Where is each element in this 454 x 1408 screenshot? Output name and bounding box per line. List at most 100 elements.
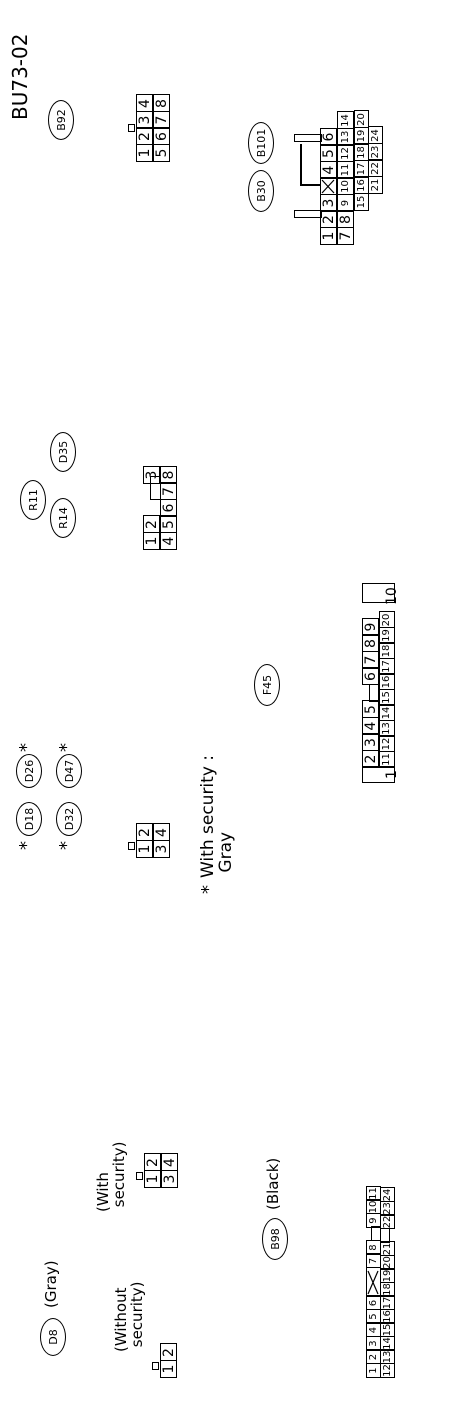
pin: 12	[380, 1363, 395, 1378]
r11-row-bottom: 4 5 6 7 8	[160, 466, 177, 550]
pin: 10	[384, 587, 400, 605]
pin: 8	[153, 94, 170, 113]
pin: 7	[160, 482, 177, 501]
b101-row-lower1: 15 16 17 18 19 20	[354, 110, 369, 211]
pin: 9	[366, 1213, 381, 1228]
f45-row-bottom: 11 12 13 14 15 16 17 18 19 20	[379, 611, 395, 768]
pin: 19	[379, 627, 395, 644]
b30-row-top: 1 2 3 4 5 6	[320, 128, 337, 245]
tag-r11: R11	[20, 480, 46, 520]
pin: 18	[354, 143, 369, 162]
pin: 3	[161, 1170, 178, 1188]
notch	[369, 684, 379, 702]
pin: 3	[136, 111, 153, 129]
pin: 6	[366, 1295, 381, 1311]
pin: 14	[380, 1336, 395, 1351]
pin: 24	[368, 126, 383, 145]
tag-d32: D32	[56, 802, 82, 836]
pin: 6	[362, 667, 379, 686]
pin: 2	[366, 1349, 381, 1365]
b101-row-lower2: 21 22 23 24	[368, 126, 383, 194]
pin: 7	[362, 651, 379, 669]
pin: 16	[380, 1309, 395, 1324]
tag-r14: R14	[50, 498, 76, 538]
pin: 8	[337, 210, 354, 229]
pin: 17	[380, 1295, 395, 1311]
b101-tab	[294, 134, 322, 142]
pin: 9	[362, 618, 379, 636]
pin: 15	[380, 1322, 395, 1338]
pin: 6	[320, 128, 337, 146]
tag-b98: B98	[262, 1218, 288, 1260]
pin: 1	[143, 532, 160, 550]
asterisk-d47: *	[56, 743, 77, 752]
pin: 11	[366, 1186, 381, 1201]
footnote-marker: *	[198, 885, 219, 894]
pin: 2	[320, 210, 337, 229]
pin: 23	[380, 1201, 395, 1216]
b92-latch	[128, 124, 135, 132]
tag-d8: D8	[40, 1318, 66, 1356]
d8-without-row: 1 2	[160, 1343, 177, 1378]
d8-with-row: 1 2	[144, 1153, 161, 1188]
pin: 12	[379, 735, 395, 753]
pin: 1	[320, 227, 337, 245]
pin: 8	[362, 634, 379, 653]
d18-row: 3 4	[153, 823, 170, 858]
tag-d35: D35	[50, 432, 76, 472]
pin: 1	[136, 840, 153, 858]
pin: 18	[380, 1282, 395, 1297]
pin: 20	[354, 110, 369, 129]
pin: 10	[337, 177, 354, 196]
f45-row-top: 2 3 4 5 6 7 8 9	[362, 618, 379, 768]
figure-code: BU73-02	[8, 33, 32, 120]
notch	[380, 1228, 390, 1243]
pin: 21	[380, 1241, 395, 1257]
pin: 13	[337, 128, 354, 146]
pin: 4	[153, 823, 170, 842]
d8-color-label: (Gray)	[42, 1260, 60, 1308]
pin: 4	[136, 94, 153, 113]
b92-row-top: 1 2 3 4	[136, 94, 153, 162]
pin: 17	[354, 160, 369, 178]
pin: 1	[136, 144, 153, 162]
pin: 13	[379, 720, 395, 737]
b98-row-top: 1 2 3 4 5 6 7 8 9 10 11	[366, 1186, 381, 1378]
d8-without-latch	[152, 1362, 159, 1370]
pin: 21	[368, 176, 383, 194]
tag-d18: D18	[16, 802, 42, 836]
b98-color-label: (Black)	[264, 1157, 282, 1210]
pin: 1	[160, 1360, 177, 1378]
pin: 4	[362, 717, 379, 735]
pin: 3	[366, 1336, 381, 1351]
b30-row-mid: 7 8 9 10 11 12 13 14	[337, 111, 354, 245]
empty-cavity-x	[320, 177, 337, 196]
footnote-text: With security : Gray	[198, 754, 236, 878]
pin: 4	[160, 532, 177, 550]
tag-b30: B30	[248, 170, 274, 212]
pin: 7	[153, 111, 170, 129]
pin: 7	[337, 227, 354, 245]
pin: 16	[354, 176, 369, 195]
b30-tab	[294, 210, 322, 218]
d18-row: 1 2	[136, 823, 153, 858]
asterisk-d26: *	[16, 743, 37, 752]
tag-f45: F45	[254, 664, 280, 706]
b98-row-bottom: 12 13 14 15 16 17 18 19 20 21 22 23 24	[380, 1187, 395, 1378]
tag-d26: D26	[16, 754, 42, 788]
pin: 22	[368, 159, 383, 178]
pin: 14	[379, 704, 395, 722]
with-security-label: (With security)	[94, 1141, 128, 1212]
empty-cavity-x	[366, 1267, 381, 1297]
pin: 2	[144, 1153, 161, 1172]
d8-with-latch	[136, 1172, 143, 1180]
pin: 20	[379, 611, 395, 629]
b30-bracket	[300, 144, 302, 186]
pin: 8	[160, 466, 177, 484]
pin: 6	[160, 499, 177, 517]
pin: 17	[379, 658, 395, 675]
tag-d47: D47	[56, 754, 82, 788]
tag-b101: B101	[248, 122, 274, 164]
